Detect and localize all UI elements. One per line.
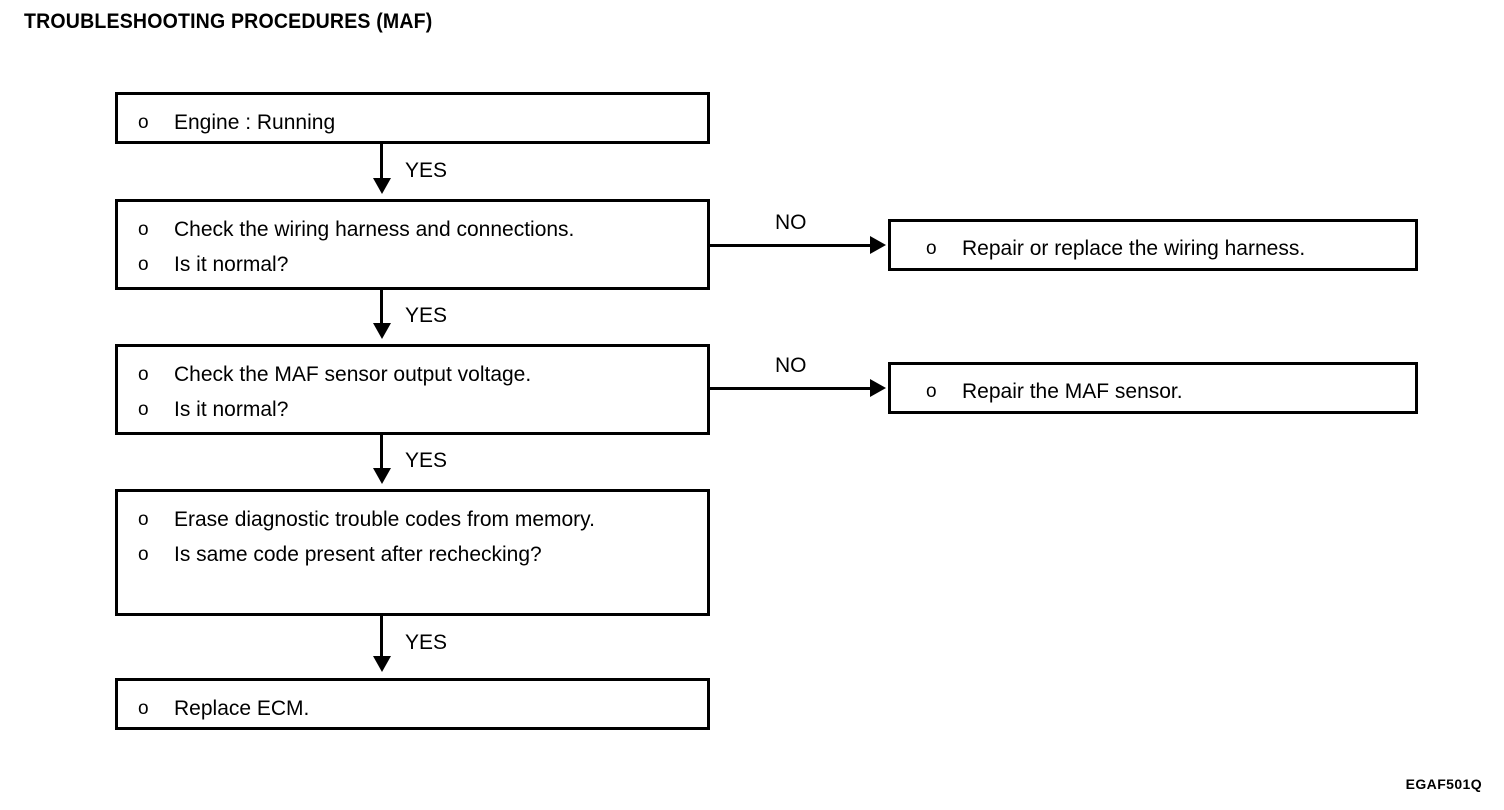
arrowhead-down-icon [373,178,391,194]
arrowhead-right-icon [870,236,886,254]
bullet-marker-icon: o [138,364,149,385]
flow-node-repair-maf-sensor: o Repair the MAF sensor. [888,362,1418,414]
connector-wiring-to-repair-harness [710,244,872,247]
bullet-item: o Check the MAF sensor output voltage. [138,357,699,392]
node-content: o Erase diagnostic trouble codes from me… [118,492,707,582]
flow-node-replace-ecm: o Replace ECM. [115,678,710,730]
node-content: o Check the wiring harness and connectio… [118,202,707,292]
bullet-item: o Repair or replace the wiring harness. [926,232,1407,266]
bullet-text: Is it normal? [174,253,289,276]
edge-label-maf-to-erase: YES [405,449,448,472]
connector-erase-to-ecm [380,616,383,662]
bullet-text: Check the wiring harness and connections… [174,218,575,241]
bullet-item: o Engine : Running [138,105,699,140]
node-content: o Repair the MAF sensor. [891,365,1415,419]
arrowhead-down-icon [373,323,391,339]
bullet-marker-icon: o [926,381,937,402]
edge-label-engine-to-wiring: YES [405,159,448,182]
arrowhead-down-icon [373,656,391,672]
bullet-marker-icon: o [926,238,937,259]
flow-node-repair-wiring-harness: o Repair or replace the wiring harness. [888,219,1418,271]
edge-label-maf-to-repair-sensor: NO [775,354,807,377]
bullet-marker-icon: o [138,219,149,240]
bullet-item: o Check the wiring harness and connectio… [138,212,699,247]
node-content: o Replace ECM. [118,681,707,736]
bullet-marker-icon: o [138,544,149,565]
arrowhead-down-icon [373,468,391,484]
connector-maf-to-repair-sensor [710,387,872,390]
bullet-marker-icon: o [138,698,149,719]
figure-code: EGAF501Q [1405,776,1482,792]
bullet-item: o Replace ECM. [138,691,699,726]
bullet-marker-icon: o [138,254,149,275]
edge-label-wiring-to-repair-harness: NO [775,211,807,234]
bullet-marker-icon: o [138,509,149,530]
edge-label-wiring-to-maf: YES [405,304,448,327]
page-title: TROUBLESHOOTING PROCEDURES (MAF) [24,10,433,33]
bullet-text: Is same code present after rechecking? [174,543,542,566]
bullet-text: Repair the MAF sensor. [962,380,1183,403]
edge-label-erase-to-ecm: YES [405,631,448,654]
arrowhead-right-icon [870,379,886,397]
bullet-text: Is it normal? [174,398,289,421]
node-content: o Repair or replace the wiring harness. [891,222,1415,276]
connector-engine-to-wiring [380,144,383,184]
bullet-text: Erase diagnostic trouble codes from memo… [174,508,595,531]
bullet-text: Check the MAF sensor output voltage. [174,363,532,386]
node-content: o Engine : Running [118,95,707,150]
bullet-item: o Is it normal? [138,247,699,282]
bullet-item: o Erase diagnostic trouble codes from me… [138,502,699,537]
flow-node-check-wiring-harness: o Check the wiring harness and connectio… [115,199,710,290]
flow-node-engine-running: o Engine : Running [115,92,710,144]
connector-maf-to-erase [380,435,383,474]
bullet-item: o Is it normal? [138,392,699,427]
bullet-text: Engine : Running [174,111,336,134]
bullet-item: o Repair the MAF sensor. [926,375,1407,409]
flow-node-erase-trouble-codes: o Erase diagnostic trouble codes from me… [115,489,710,616]
flow-node-check-maf-output-voltage: o Check the MAF sensor output voltage. o… [115,344,710,435]
bullet-marker-icon: o [138,399,149,420]
bullet-text: Repair or replace the wiring harness. [962,237,1306,260]
bullet-text: Replace ECM. [174,697,310,720]
connector-wiring-to-maf [380,290,383,329]
node-content: o Check the MAF sensor output voltage. o… [118,347,707,437]
bullet-marker-icon: o [138,112,149,133]
bullet-item: o Is same code present after rechecking? [138,537,699,572]
